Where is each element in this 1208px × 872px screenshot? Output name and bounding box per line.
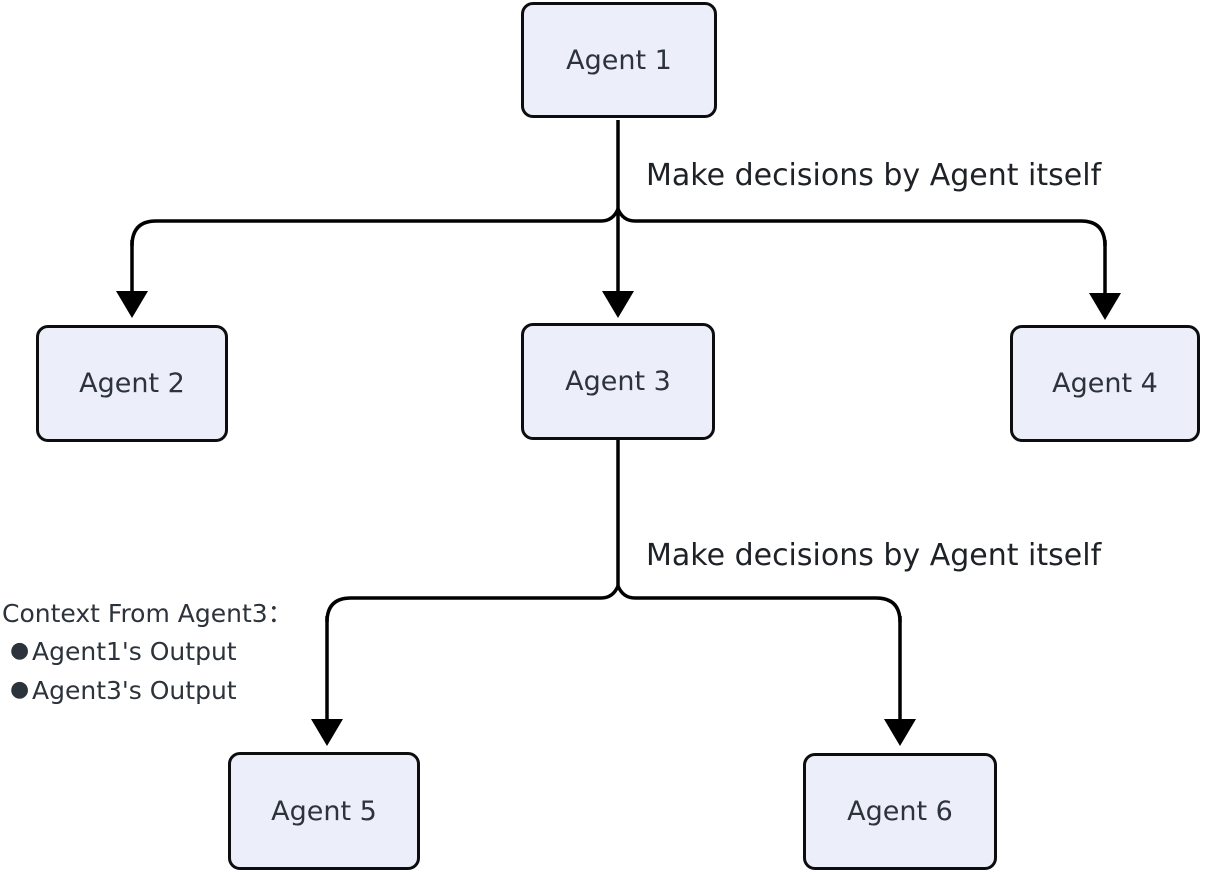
bullet-icon: ● xyxy=(10,638,30,663)
arrowhead-agent3 xyxy=(602,291,634,318)
edge-split2-left xyxy=(325,585,620,623)
node-agent2: Agent 2 xyxy=(36,325,228,442)
node-agent1-label: Agent 1 xyxy=(566,44,672,76)
context-annotation-item: ● Agent3's Output xyxy=(10,675,322,707)
node-agent4: Agent 4 xyxy=(1010,325,1200,442)
context-annotation-item: ● Agent1's Output xyxy=(10,636,322,668)
edge-split2-right xyxy=(616,585,902,623)
bullet-icon: ● xyxy=(10,677,30,702)
context-annotation-item-text: Agent1's Output xyxy=(32,637,237,666)
node-agent2-label: Agent 2 xyxy=(79,368,185,399)
edge-label-split1: Make decisions by Agent itself xyxy=(646,158,1102,193)
arrowhead-agent5 xyxy=(311,719,343,746)
arrowhead-agent4 xyxy=(1089,293,1121,320)
context-annotation-list: ● Agent1's Output ● Agent3's Output xyxy=(2,636,322,707)
node-agent6-label: Agent 6 xyxy=(847,796,953,827)
node-agent5-label: Agent 5 xyxy=(271,795,377,827)
node-agent4-label: Agent 4 xyxy=(1052,368,1158,399)
node-agent5: Agent 5 xyxy=(228,752,420,870)
context-annotation-item-text: Agent3's Output xyxy=(32,676,237,705)
node-agent1: Agent 1 xyxy=(521,2,717,118)
node-agent6: Agent 6 xyxy=(803,753,997,870)
arrowhead-agent6 xyxy=(884,719,916,746)
arrowhead-agent2 xyxy=(116,291,148,318)
node-agent3: Agent 3 xyxy=(521,323,715,440)
edge-split1-left xyxy=(130,208,620,247)
context-annotation-title: Context From Agent3： xyxy=(2,599,293,628)
edge-label-split2: Make decisions by Agent itself xyxy=(646,538,1102,573)
node-agent3-label: Agent 3 xyxy=(565,366,671,397)
edge-split1-right xyxy=(616,208,1107,247)
context-annotation: Context From Agent3： ● Agent1's Output ●… xyxy=(2,598,322,714)
